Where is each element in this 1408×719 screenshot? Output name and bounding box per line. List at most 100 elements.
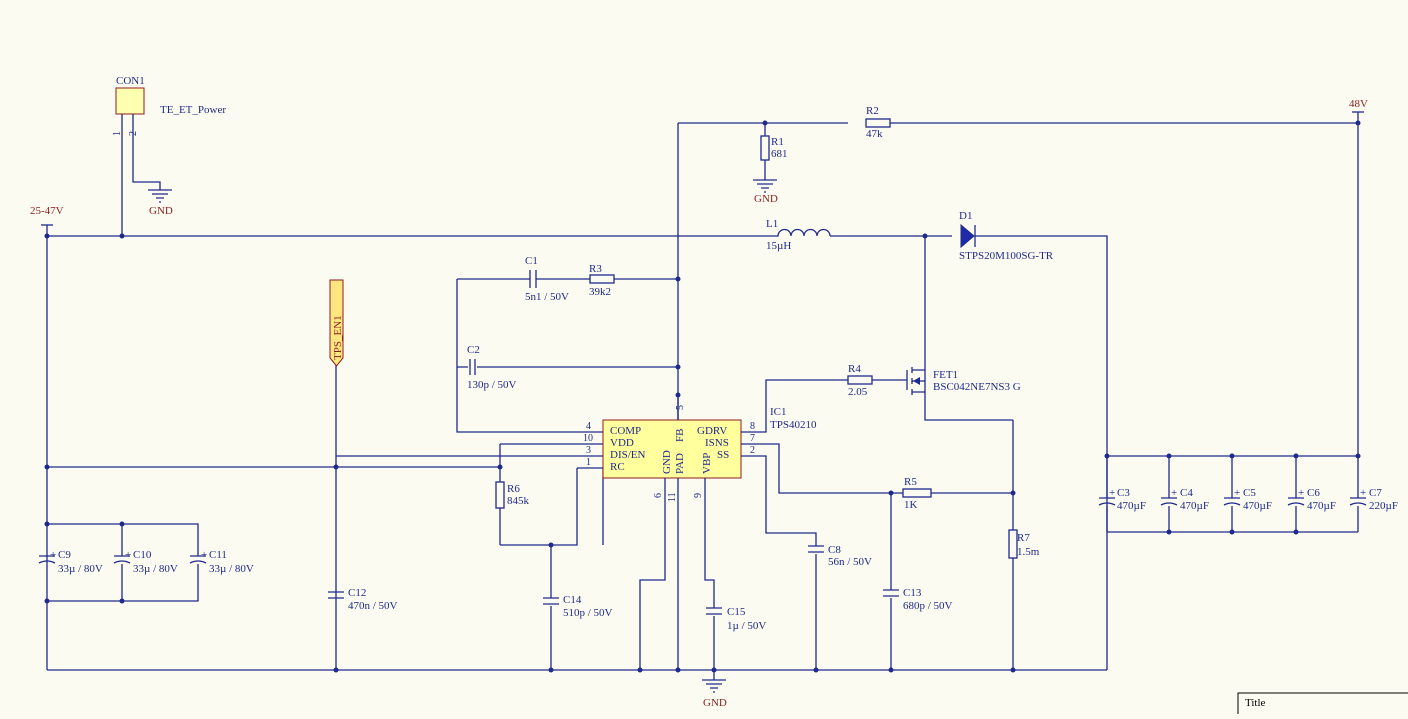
capacitor-c5[interactable]: + C5 470µF [1223,487,1272,512]
components-c10-ref-label: C10 [133,549,152,561]
components-d1-ref-label: D1 [959,210,972,222]
components-c15-value-label: 1µ / 50V [727,620,766,632]
resistor-r3[interactable]: R3 39k2 [589,263,615,298]
capacitor-c4[interactable]: + C4 470µF [1160,487,1209,512]
resistor-r7[interactable]: R7 1.5m [1008,529,1040,559]
inductor-l1[interactable]: L1 15µH [760,218,831,252]
components-c4-value-label: 470µF [1180,500,1209,512]
capacitor-c10[interactable]: + C10 33µ / 80V [113,549,178,575]
components-c12-ref-label: C12 [348,587,366,599]
capacitor-c12[interactable]: C12 470n / 50V [328,587,398,612]
components-r2-ref-label: R2 [866,105,879,117]
polarity_mark-label: + [125,549,131,561]
ic-right_pins-0-name-label: GDRV [697,425,727,437]
capacitor-c15[interactable]: C15 1µ / 50V [706,606,766,632]
components-c1-ref-label: C1 [525,255,538,267]
components-c11-ref-label: C11 [209,549,227,561]
capacitor-c3[interactable]: + C3 470µF [1098,487,1146,512]
components-r7-ref-label: R7 [1017,532,1030,544]
ic-bottom_pins-1-name-label: PAD [674,453,686,474]
ic-part-label: TPS40210 [770,419,817,431]
capacitor-c1[interactable]: C1 5n1 / 50V [525,255,569,303]
gnd-symbol-r1: GND [753,179,778,205]
components-r1-ref-label: R1 [771,136,784,148]
components-c2-ref-label: C2 [467,344,480,356]
junctions [44,120,1361,673]
connector-con1[interactable]: CON1 TE_ET_Power 1 2 [112,75,226,140]
components-c14-ref-label: C14 [563,594,582,606]
ic-ref-label: IC1 [770,406,787,418]
capacitor-c14[interactable]: C14 510p / 50V [543,594,613,619]
ic-top_pins-0-num-label: 5 [675,405,686,410]
resistor-r2[interactable]: R2 47k [865,105,891,140]
gnd-symbol-con1: GND [148,189,173,217]
port-label-label: TPS_EN1 [332,315,344,360]
connector-ref-label: CON1 [116,75,145,87]
capacitor-c11[interactable]: + C11 33µ / 80V [189,549,254,575]
vin-power-port: 25-47V [30,205,64,226]
ic-left_pins-3-num-label: 1 [586,457,591,468]
ic-top_pins-0-name-label: FB [674,429,686,442]
port-tps-en1[interactable]: TPS_EN1 [329,279,344,367]
components-l1-ref-label: L1 [766,218,778,230]
capacitor-c8[interactable]: C8 56n / 50V [808,544,872,568]
nets-gnd-label: GND [703,697,727,709]
nets-gnd-label: GND [149,205,173,217]
components-r6-value-label: 845k [507,495,530,507]
ic-left_pins-0-name-label: COMP [610,425,641,437]
ic-left_pins-0-num-label: 4 [586,421,591,432]
components-c2-value-label: 130p / 50V [467,379,517,391]
ic-bottom_pins-1-num-label: 11 [667,492,678,502]
diode-d1[interactable]: D1 STPS20M100SG-TR [959,210,1054,262]
ic-right_pins-2-name-label: SS [717,449,729,461]
components-fet1-value-label: BSC042NE7NS3 G [933,381,1021,393]
ic-right_pins-0-num-label: 8 [750,421,755,432]
resistor-r4[interactable]: R4 2.05 [847,363,873,398]
connector-value-label: TE_ET_Power [160,104,226,116]
polarity_mark-label: + [50,549,56,561]
capacitor-c9[interactable]: + C9 33µ / 80V [38,549,103,575]
components-fet1-ref-label: FET1 [933,369,958,381]
components-c7-value-label: 220µF [1369,500,1398,512]
components-d1-value-label: STPS20M100SG-TR [959,250,1054,262]
capacitor-c13[interactable]: C13 680p / 50V [883,587,953,612]
nets-vout-label: 48V [1349,98,1368,110]
ic-bottom_pins-0-num-label: 6 [653,493,664,498]
ic-bottom_pins-0-name-label: GND [661,450,673,474]
components-c3-value-label: 470µF [1117,500,1146,512]
components-r3-ref-label: R3 [589,263,602,275]
ic-left_pins-2-name-label: DIS/EN [610,449,646,461]
components-c9-ref-label: C9 [58,549,71,561]
components-c5-ref-label: C5 [1243,487,1256,499]
components-c3-ref-label: C3 [1117,487,1130,499]
ic-bottom_pins-2-num-label: 9 [693,493,704,498]
components-r4-value-label: 2.05 [848,386,868,398]
polarity_mark-label: + [1234,487,1240,499]
mosfet-fet1[interactable]: FET1 BSC042NE7NS3 G [906,362,1021,400]
components-c13-ref-label: C13 [903,587,922,599]
capacitor-c2[interactable]: C2 130p / 50V [467,344,517,391]
components-r4-ref-label: R4 [848,363,861,375]
components-r5-ref-label: R5 [904,476,917,488]
polarity_mark-label: + [1298,487,1304,499]
components-r7-value-label: 1.5m [1017,546,1040,558]
connector-pin2-label: 2 [128,131,139,136]
components-c4-ref-label: C4 [1180,487,1193,499]
components-c1-value-label: 5n1 / 50V [525,291,569,303]
components-c14-value-label: 510p / 50V [563,607,613,619]
components-r1-value-label: 681 [771,148,788,160]
resistor-r5[interactable]: R5 1K [902,476,932,511]
ic-bottom_pins-2-name-label: VBP [701,453,713,474]
resistor-r1[interactable]: R1 681 [760,135,788,161]
connector-pin1-label: 1 [112,131,123,136]
resistor-r6[interactable]: R6 845k [495,481,530,509]
ic-left_pins-3-name-label: RC [610,461,625,473]
capacitor-c7[interactable]: + C7 220µF [1349,487,1398,512]
ic1-tps40210[interactable]: IC1 TPS40210 COMP VDD DIS/EN RC 4 10 3 1… [583,395,817,502]
title-block: Title [1237,692,1408,714]
capacitor-c6[interactable]: + C6 470µF [1287,487,1336,512]
ic-right_pins-1-num-label: 7 [750,433,755,444]
components-c7-ref-label: C7 [1369,487,1382,499]
nets-vin-label: 25-47V [30,205,64,217]
